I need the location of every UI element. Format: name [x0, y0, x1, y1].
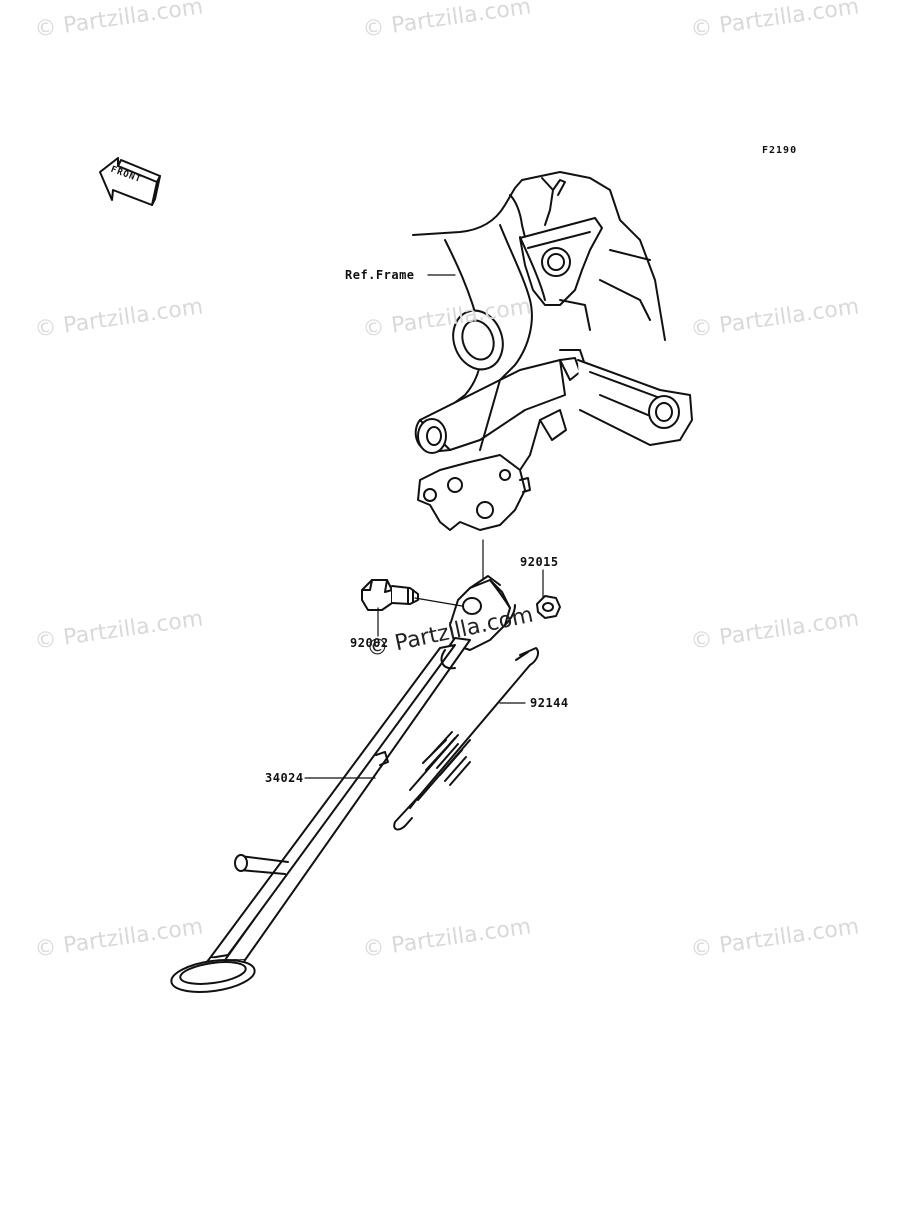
- stand-bracket-drawing: [449, 575, 516, 651]
- nut-92015-drawing: [536, 595, 561, 619]
- spring-92144-drawing: [393, 647, 539, 831]
- leader-lines: [304, 274, 544, 779]
- callout-34024: 34024: [265, 771, 304, 785]
- side-stand-drawing: [170, 637, 471, 993]
- callout-92015: 92015: [520, 555, 559, 569]
- front-arrow-icon: [99, 157, 161, 206]
- callout-92144: 92144: [530, 696, 569, 710]
- callout-92002: 92002: [350, 636, 389, 650]
- bolt-92002-drawing: [361, 579, 419, 611]
- callout-ref-frame: Ref.Frame: [345, 268, 415, 282]
- frame-drawing: [412, 171, 693, 531]
- figure-code: F2190: [762, 145, 798, 156]
